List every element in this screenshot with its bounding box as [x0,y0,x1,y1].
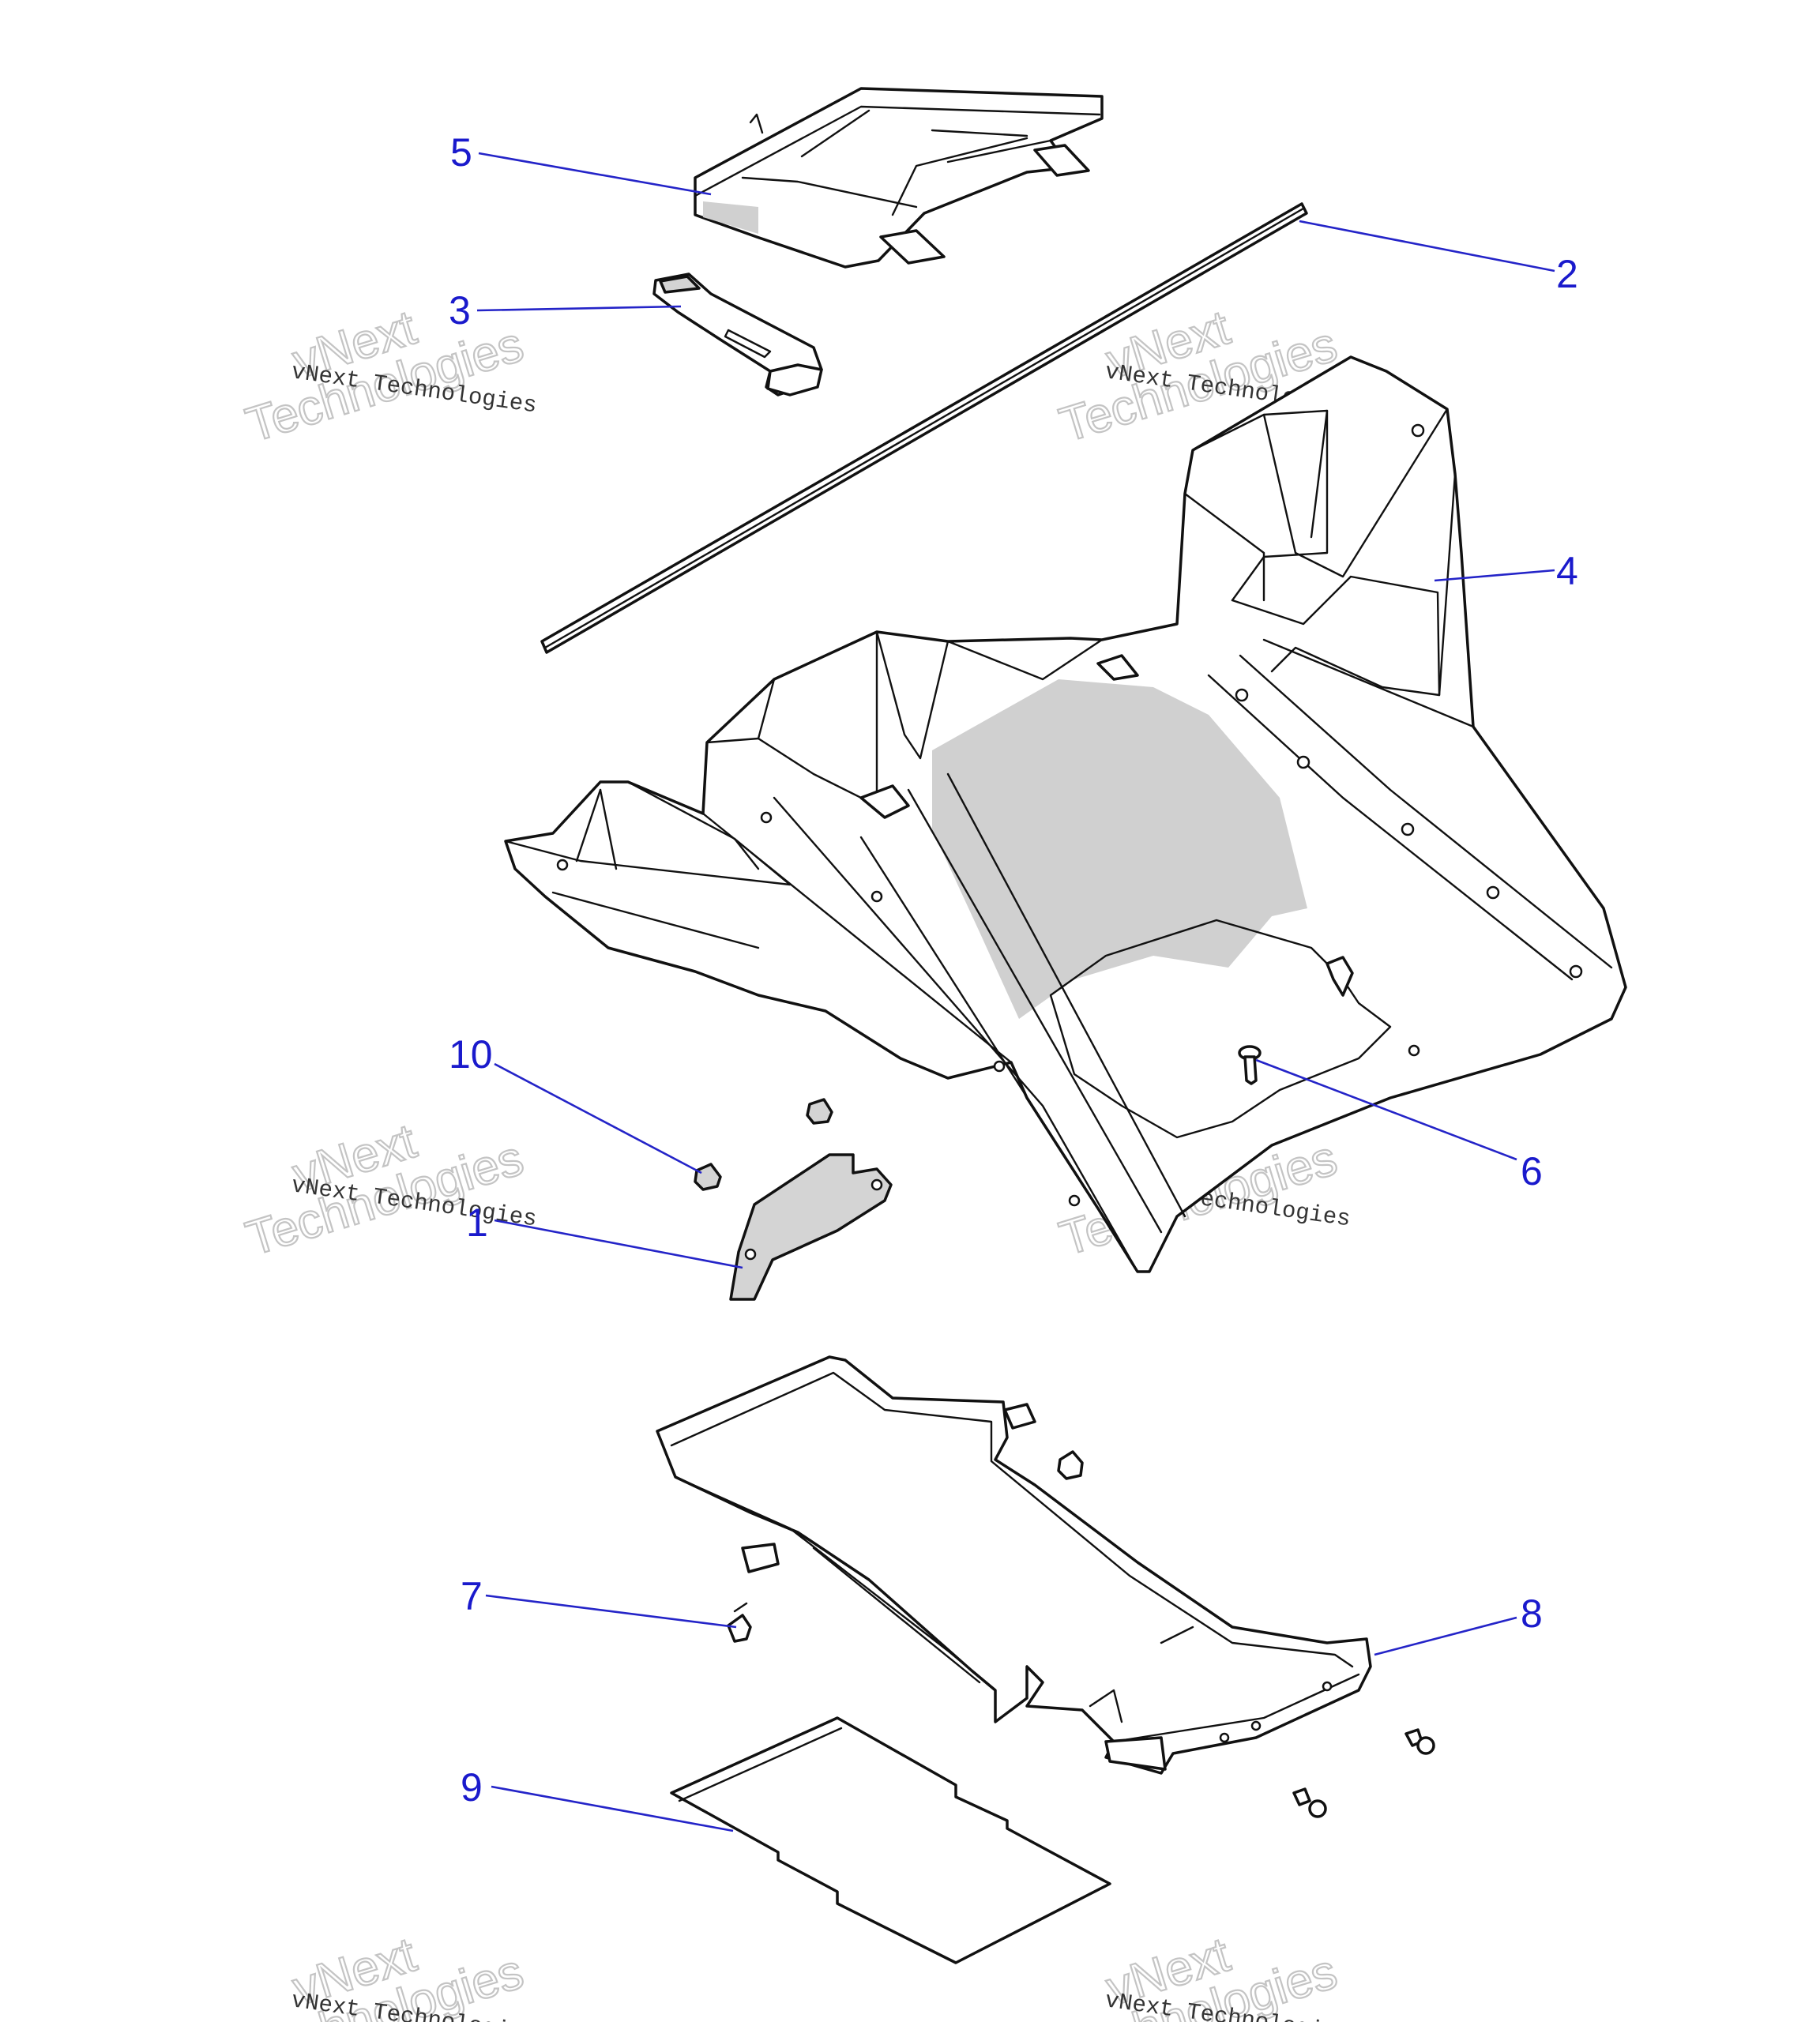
part-9-pad[interactable] [670,1716,1111,1964]
callout-7[interactable]: 7 [461,1574,483,1618]
fastener-screw[interactable] [1292,1787,1327,1818]
part-6-push-pin[interactable] [1238,1045,1262,1085]
part-3-latch[interactable] [652,272,823,397]
callout-6[interactable]: 6 [1521,1149,1543,1193]
leader-lines [476,152,1555,1832]
callout-3[interactable]: 3 [449,288,471,333]
part-4-body[interactable] [504,355,1627,1273]
watermark-top-left: vNext Technologies [239,299,530,453]
fastener-clip[interactable] [1057,1450,1084,1480]
part-2-rod[interactable] [540,202,1308,654]
part-10-nut[interactable] [694,1098,833,1191]
part-1-bracket[interactable] [729,1153,893,1301]
callout-1[interactable]: 1 [466,1201,488,1245]
callout-9[interactable]: 9 [461,1765,483,1810]
fastener-screw[interactable] [1404,1728,1435,1755]
callout-5[interactable]: 5 [450,130,472,175]
callout-4[interactable]: 4 [1556,549,1578,593]
part-8-tray[interactable] [656,1355,1372,1775]
callout-2[interactable]: 2 [1556,252,1578,296]
part-7-rivet[interactable] [727,1602,752,1643]
callout-8[interactable]: 8 [1521,1592,1543,1636]
callout-10[interactable]: 10 [449,1032,493,1077]
part-5-cover[interactable] [694,87,1104,269]
